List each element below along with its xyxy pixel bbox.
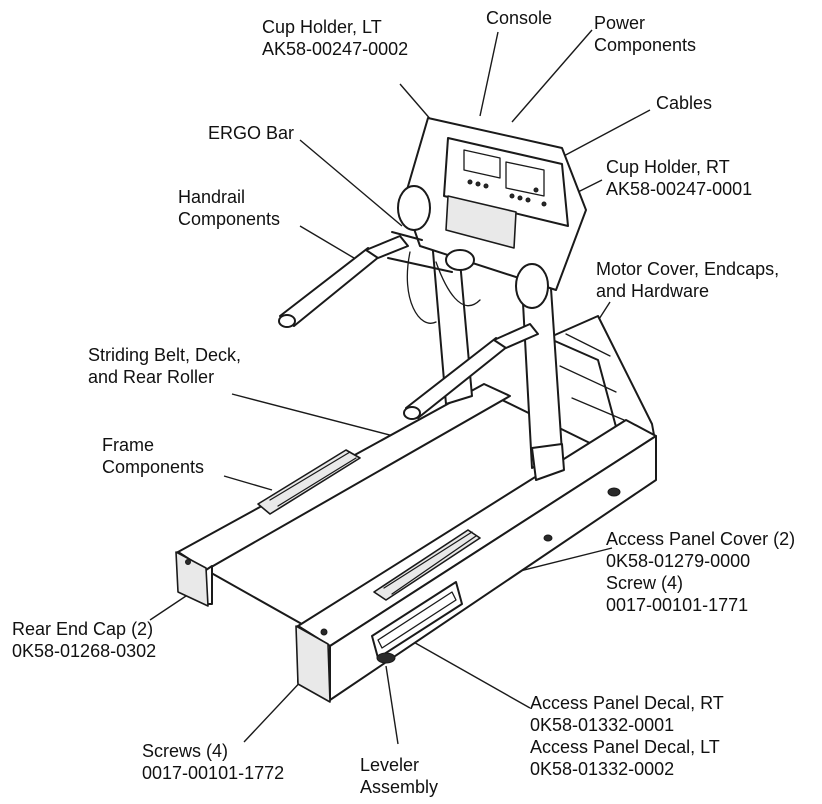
leader-frame [223,475,273,491]
rear-end-cap-left [175,551,209,607]
label-cup-holder-lt-part: AK58-00247-0002 [262,39,409,59]
left-handrail [279,247,381,327]
label-striding-belt-line1: Striding Belt, Deck, [88,345,242,365]
label-screws: Screws (4) 0017-00101-1772 [142,740,284,784]
label-leveler-line1: Leveler [360,755,420,775]
console-lower-bar [445,195,517,249]
leader-leveler [385,665,399,745]
label-leveler-line2: Assembly [360,777,439,797]
leader-console [479,31,499,117]
leader-rear-end-cap [149,595,187,621]
label-console: Console [486,7,552,29]
leader-cables [559,109,651,159]
label-decal-rt-name: Access Panel Decal, RT [530,693,724,713]
label-motor-cover-line2: and Hardware [596,281,710,301]
label-handrail-components: Handrail Components [178,186,280,230]
cup-holder-right [515,263,549,309]
label-power-components-line1: Power [594,13,646,33]
leader-handrail [299,225,355,259]
access-panel [371,581,463,659]
label-rear-end-cap-part: 0K58-01268-0302 [12,641,157,661]
label-cables: Cables [656,92,712,114]
label-access-panel-decal: Access Panel Decal, RT 0K58-01332-0001 A… [530,692,724,780]
leader-lines [149,29,651,745]
right-grip-pad [373,529,481,601]
label-console-name: Console [486,8,553,28]
label-leveler-assembly: Leveler Assembly [360,754,438,798]
label-access-panel-cover: Access Panel Cover (2) 0K58-01279-0000 S… [606,528,795,616]
label-rear-end-cap-name: Rear End Cap (2) [12,619,154,639]
label-screws-part: 0017-00101-1772 [142,763,285,783]
cup-holder-left [397,185,431,231]
label-cables-name: Cables [656,93,713,113]
treadmill-body [175,117,657,703]
label-decal-lt-name: Access Panel Decal, LT [530,737,720,757]
rear-end-cap-right [295,625,331,703]
label-cup-holder-rt-part: AK58-00247-0001 [606,179,753,199]
leader-power-components [511,29,593,123]
label-access-panel-screw-name: Screw (4) [606,573,684,593]
label-ergo-bar: ERGO Bar [208,122,294,144]
label-cup-holder-lt: Cup Holder, LT AK58-00247-0002 [262,16,408,60]
label-screws-name: Screws (4) [142,741,229,761]
label-power-components: Power Components [594,12,696,56]
label-striding-belt: Striding Belt, Deck, and Rear Roller [88,344,241,388]
label-striding-belt-line2: and Rear Roller [88,367,215,387]
label-access-panel-cover-name: Access Panel Cover (2) [606,529,796,549]
leader-screws [243,675,307,743]
label-frame-line2: Components [102,457,205,477]
label-rear-end-cap: Rear End Cap (2) 0K58-01268-0302 [12,618,156,662]
label-decal-rt-part: 0K58-01332-0001 [530,715,675,735]
left-grip-pad [257,449,361,515]
label-handrail-line1: Handrail [178,187,246,207]
label-motor-cover: Motor Cover, Endcaps, and Hardware [596,258,779,302]
label-ergo-bar-name: ERGO Bar [208,123,295,143]
label-decal-lt-part: 0K58-01332-0002 [530,759,675,779]
leveler-foot [376,652,396,664]
label-handrail-line2: Components [178,209,281,229]
label-cup-holder-lt-name: Cup Holder, LT [262,17,382,37]
console-buttons [467,179,547,207]
cables-loop [406,251,481,324]
label-frame-components: Frame Components [102,434,204,478]
label-cup-holder-rt: Cup Holder, RT AK58-00247-0001 [606,156,752,200]
label-power-components-line2: Components [594,35,697,55]
label-access-panel-cover-part: 0K58-01279-0000 [606,551,751,571]
leader-ergo-bar [299,139,403,227]
label-cup-holder-rt-name: Cup Holder, RT [606,157,730,177]
ergo-bar [387,231,453,273]
label-frame-line1: Frame [102,435,155,455]
label-access-panel-screw-part: 0017-00101-1771 [606,595,749,615]
label-motor-cover-line1: Motor Cover, Endcaps, [596,259,780,279]
leader-access-panel-decal [409,639,531,709]
